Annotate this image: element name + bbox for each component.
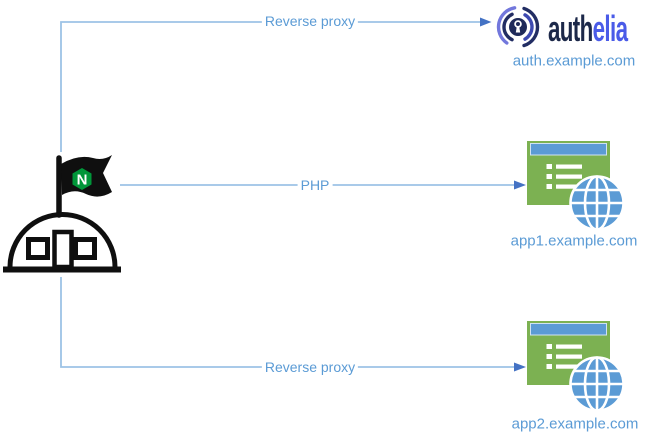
nginx-server-icon: N: [3, 155, 121, 273]
app-titlebar: [530, 143, 607, 156]
list-icon: [546, 344, 582, 369]
nginx-logo-letter: N: [77, 172, 88, 189]
window-left-icon: [26, 237, 50, 260]
building-icon: [3, 212, 121, 273]
app1-domain-label: app1.example.com: [510, 232, 638, 250]
app-titlebar: [530, 323, 607, 336]
keyhole-icon: [514, 20, 522, 33]
authelia-icon: [496, 6, 540, 48]
nginx-hexagon-icon: [72, 168, 92, 190]
connector-label-reverse-proxy-app2: Reverse proxy: [261, 359, 359, 375]
connector-auth-line: [60, 21, 480, 152]
app2-icon: [527, 321, 625, 412]
authelia-brand-elia: elia: [592, 8, 628, 49]
arrowhead-auth-icon: [480, 17, 492, 27]
authelia-brand-auth: auth: [548, 8, 593, 49]
globe-icon: [569, 175, 625, 231]
arrowhead-app1-icon: [514, 180, 526, 190]
arrowhead-app2-icon: [514, 362, 526, 372]
list-icon: [546, 164, 582, 189]
door-icon: [52, 229, 74, 270]
app2-domain-label: app2.example.com: [511, 415, 639, 433]
flag-icon: N: [56, 155, 112, 218]
globe-icon: [569, 356, 625, 412]
app1-icon: [527, 141, 625, 231]
auth-domain-label: auth.example.com: [512, 52, 636, 70]
window-right-icon: [73, 237, 97, 260]
connector-label-php: PHP: [297, 177, 333, 193]
connector-label-reverse-proxy-auth: Reverse proxy: [261, 13, 359, 29]
connector-app2-line: [60, 277, 514, 368]
